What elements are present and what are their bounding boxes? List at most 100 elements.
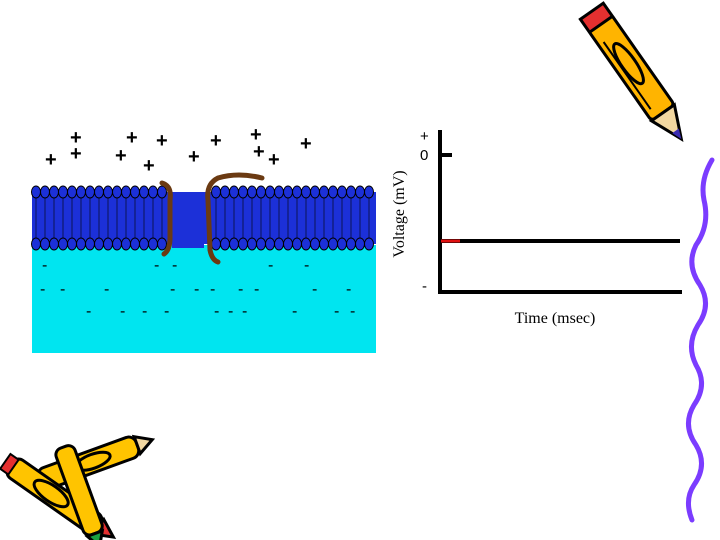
lipid-head bbox=[346, 185, 356, 199]
lipid-head bbox=[238, 185, 248, 199]
crayons-icon bbox=[0, 434, 156, 540]
positive-ion-symbol: + bbox=[70, 143, 82, 165]
channel-pore bbox=[172, 196, 204, 248]
negative-ion-symbol: - bbox=[350, 303, 356, 320]
positive-ion-symbol: + bbox=[45, 149, 57, 171]
channel-protein-left bbox=[159, 180, 173, 257]
lipid-head bbox=[40, 237, 50, 251]
y-positive-sign: + bbox=[420, 128, 429, 145]
lipid-head bbox=[49, 185, 59, 199]
lipid-head bbox=[130, 237, 140, 251]
lipid-head bbox=[94, 237, 104, 251]
positive-ion-symbol: + bbox=[268, 149, 280, 171]
lipid-head bbox=[274, 237, 284, 251]
negative-ion-symbol: - bbox=[254, 281, 260, 298]
lipid-head bbox=[58, 237, 68, 251]
positive-ion-symbol: + bbox=[115, 145, 127, 167]
lipid-head bbox=[220, 237, 230, 251]
negative-ion-symbol: - bbox=[154, 257, 160, 274]
negative-ion-symbol: - bbox=[172, 257, 178, 274]
lipid-head bbox=[130, 185, 140, 199]
lipid-head bbox=[301, 185, 311, 199]
negative-ion-symbol: - bbox=[170, 281, 176, 298]
negative-ion-symbol: - bbox=[312, 281, 318, 298]
lipid-head bbox=[310, 185, 320, 199]
lipid-head bbox=[355, 185, 365, 199]
y-negative-sign: - bbox=[422, 278, 427, 295]
positive-ion-symbol: + bbox=[143, 155, 155, 177]
negative-ion-symbol: - bbox=[238, 281, 244, 298]
positive-ion-symbol: + bbox=[70, 127, 82, 149]
lipid-head bbox=[355, 237, 365, 251]
intracellular-fluid bbox=[32, 245, 376, 353]
lipid-head bbox=[40, 185, 50, 199]
lipid-head bbox=[247, 185, 257, 199]
lipid-head bbox=[67, 185, 77, 199]
lipid-head bbox=[58, 185, 68, 199]
lipid-head bbox=[310, 237, 320, 251]
lipid-head bbox=[211, 237, 221, 251]
lipid-head bbox=[283, 185, 293, 199]
lipid-head bbox=[220, 185, 230, 199]
lipid-head bbox=[49, 237, 59, 251]
negative-ion-symbol: - bbox=[142, 303, 148, 320]
negative-ion-symbol: - bbox=[228, 303, 234, 320]
lipid-head bbox=[76, 185, 86, 199]
negative-ion-symbol: - bbox=[210, 281, 216, 298]
negative-ion-symbol: - bbox=[334, 303, 340, 320]
lipid-head bbox=[31, 237, 41, 251]
negative-ion-symbol: - bbox=[304, 257, 310, 274]
y-axis-label: Voltage (mV) bbox=[391, 170, 408, 258]
x-axis-label: Time (msec) bbox=[514, 310, 596, 327]
lipid-head bbox=[364, 237, 374, 251]
positive-ion-symbol: + bbox=[188, 146, 200, 168]
negative-ion-symbol: - bbox=[60, 281, 66, 298]
lipid-head bbox=[157, 237, 167, 251]
lipid-head bbox=[85, 185, 95, 199]
lipid-head bbox=[103, 237, 113, 251]
lipid-head bbox=[94, 185, 104, 199]
negative-ion-symbol: - bbox=[120, 303, 126, 320]
lipid-head bbox=[229, 237, 239, 251]
negative-ion-symbol: - bbox=[268, 257, 274, 274]
lipid-head bbox=[256, 185, 266, 199]
negative-ion-symbol: - bbox=[242, 303, 248, 320]
lipid-head bbox=[238, 237, 248, 251]
lipid-head bbox=[301, 237, 311, 251]
voltage-graph bbox=[438, 130, 682, 294]
lipid-head bbox=[346, 237, 356, 251]
channel-protein-right bbox=[205, 172, 265, 265]
lipid-head bbox=[157, 185, 167, 199]
lipid-head bbox=[121, 185, 131, 199]
lipid-head bbox=[229, 185, 239, 199]
lipid-head bbox=[283, 237, 293, 251]
negative-ion-symbol: - bbox=[86, 303, 92, 320]
lipid-head bbox=[148, 237, 158, 251]
negative-ion-symbol: - bbox=[40, 281, 46, 298]
lipid-head bbox=[247, 237, 257, 251]
positive-ion-symbol: + bbox=[156, 130, 168, 152]
positive-ion-symbol: + bbox=[253, 141, 265, 163]
lipid-head bbox=[274, 185, 284, 199]
lipid-head bbox=[139, 185, 149, 199]
negative-ion-symbol: - bbox=[346, 281, 352, 298]
lipid-head bbox=[211, 185, 221, 199]
lipid-head bbox=[31, 185, 41, 199]
lipid-head bbox=[139, 237, 149, 251]
lipid-head bbox=[292, 185, 302, 199]
lipid-head bbox=[319, 237, 329, 251]
positive-ion-symbol: + bbox=[126, 127, 138, 149]
lipid-head bbox=[112, 237, 122, 251]
negative-ion-symbol: - bbox=[194, 281, 200, 298]
lipid-head bbox=[265, 185, 275, 199]
lipid-head bbox=[292, 237, 302, 251]
lipid-head bbox=[148, 185, 158, 199]
lipid-head bbox=[328, 185, 338, 199]
lipid-head bbox=[76, 237, 86, 251]
positive-ion-symbol: + bbox=[300, 133, 312, 155]
lipid-head bbox=[265, 237, 275, 251]
positive-ion-symbol: + bbox=[210, 130, 222, 152]
lipid-head bbox=[337, 185, 347, 199]
lipid-head bbox=[256, 237, 266, 251]
